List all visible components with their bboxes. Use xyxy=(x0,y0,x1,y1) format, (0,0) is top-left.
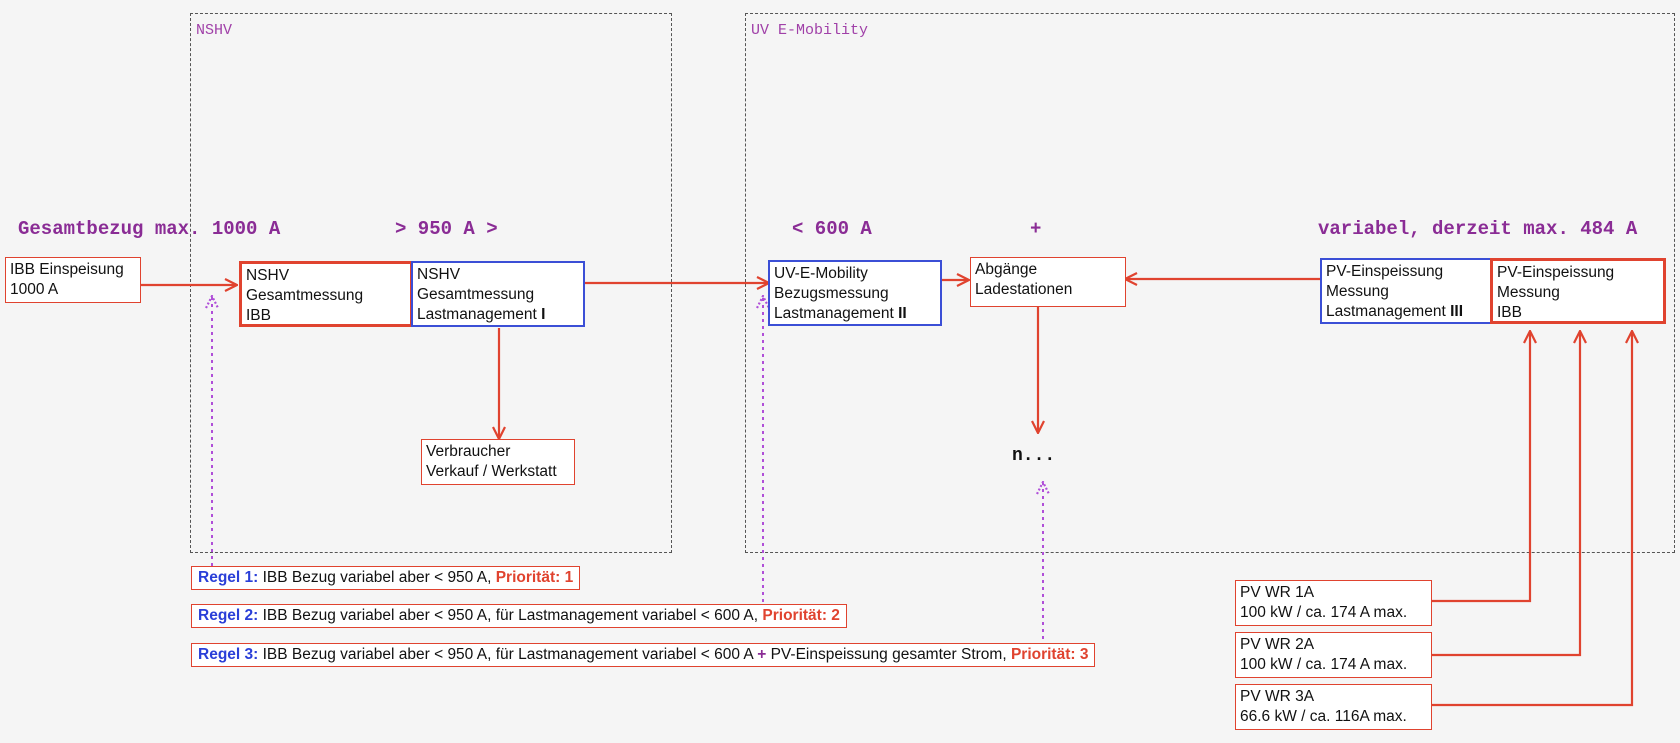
uv-emob-line3: Lastmanagement II xyxy=(774,305,907,322)
rule-2-text: IBB Bezug variabel aber < 950 A, für Las… xyxy=(258,607,763,624)
pv-lastmanagement-box[interactable]: PV-Einspeissung Messung Lastmanagement I… xyxy=(1320,258,1492,324)
uv-emobility-group-label: UV E-Mobility xyxy=(751,22,869,39)
abgaenge-line1: Abgänge xyxy=(975,261,1038,278)
pv-lm-line1: PV-Einspeissung xyxy=(1326,263,1444,280)
header-gesamtbezug: Gesamtbezug max. 1000 A xyxy=(18,218,281,240)
pv-lm-line2: Messung xyxy=(1326,283,1389,300)
header-plus: + xyxy=(1030,218,1042,240)
rule-2-label: Regel 2: xyxy=(198,607,259,624)
nshv-lastmanagement-box[interactable]: NSHV Gesamtmessung Lastmanagement I xyxy=(411,261,585,327)
nshv-ibb-line1: NSHV xyxy=(246,267,290,284)
pv-ibb-line1: PV-Einspeissung xyxy=(1497,264,1615,281)
pv-wr2-line1: PV WR 2A xyxy=(1240,636,1315,653)
rule-3-priority: Priorität: 3 xyxy=(1010,646,1089,663)
header-variabel: variabel, derzeit max. 484 A xyxy=(1318,218,1638,240)
arrow-wr2-to-pv xyxy=(1432,332,1580,657)
pv-ibb-line2: Messung xyxy=(1497,284,1560,301)
ibb-einspeisung-line2: 1000 A xyxy=(10,281,59,298)
verbraucher-line2: Verkauf / Werkstatt xyxy=(426,463,557,480)
pv-wr-1a-box[interactable]: PV WR 1A 100 kW / ca. 174 A max. xyxy=(1235,580,1432,626)
verbraucher-box[interactable]: Verbraucher Verkauf / Werkstatt xyxy=(421,439,575,485)
nshv-ibb-line2: Gesamtmessung xyxy=(246,287,364,304)
rule-3-text: IBB Bezug variabel aber < 950 A, für Las… xyxy=(258,646,758,663)
pv-wr1-line2: 100 kW / ca. 174 A max. xyxy=(1240,604,1408,621)
rule-2[interactable]: Regel 2: IBB Bezug variabel aber < 950 A… xyxy=(191,604,847,628)
rule-3[interactable]: Regel 3: IBB Bezug variabel aber < 950 A… xyxy=(191,643,1096,667)
header-gt-950: > 950 A > xyxy=(395,218,498,240)
nshv-ibb-line3: IBB xyxy=(246,307,271,324)
pv-wr3-line2: 66.6 kW / ca. 116A max. xyxy=(1240,708,1407,725)
pv-einspeissung-ibb-box[interactable]: PV-Einspeissung Messung IBB xyxy=(1490,258,1666,324)
verbraucher-line1: Verbraucher xyxy=(426,443,511,460)
uv-emobility-box[interactable]: UV-E-Mobility Bezugsmessung Lastmanageme… xyxy=(768,260,942,326)
header-lt-600: < 600 A xyxy=(792,218,872,240)
nshv-group-label: NSHV xyxy=(196,22,233,39)
arrow-wr3-to-pv xyxy=(1432,332,1632,707)
pv-wr-3a-box[interactable]: PV WR 3A 66.6 kW / ca. 116A max. xyxy=(1235,684,1432,730)
rule-1-label: Regel 1: xyxy=(198,569,259,586)
pv-wr2-line2: 100 kW / ca. 174 A max. xyxy=(1240,656,1408,673)
pv-wr-2a-box[interactable]: PV WR 2A 100 kW / ca. 174 A max. xyxy=(1235,632,1432,678)
pv-ibb-line3: IBB xyxy=(1497,304,1522,321)
n-more-outlets: n... xyxy=(1012,446,1056,466)
rule-3-text2: PV-Einspeissung gesamter Strom, xyxy=(766,646,1011,663)
rule-2-priority: Priorität: 2 xyxy=(762,607,840,624)
nshv-gesamtmessung-ibb-box[interactable]: NSHV Gesamtmessung IBB xyxy=(239,261,413,327)
rule-3-plus: + xyxy=(757,646,767,663)
abgaenge-ladestationen-box[interactable]: Abgänge Ladestationen xyxy=(970,257,1126,307)
nshv-lm-line1: NSHV xyxy=(417,266,461,283)
rule-1[interactable]: Regel 1: IBB Bezug variabel aber < 950 A… xyxy=(191,566,581,590)
pv-wr1-line1: PV WR 1A xyxy=(1240,584,1315,601)
uv-emob-line2: Bezugsmessung xyxy=(774,285,889,302)
pv-lm-line3: Lastmanagement III xyxy=(1326,303,1463,320)
rule-1-text: IBB Bezug variabel aber < 950 A, xyxy=(258,569,496,586)
abgaenge-line2: Ladestationen xyxy=(975,281,1073,298)
uv-emob-line1: UV-E-Mobility xyxy=(774,265,868,282)
arrow-wr1-to-pv xyxy=(1432,332,1530,603)
ibb-einspeisung-line1: IBB Einspeisung xyxy=(10,261,124,278)
pv-wr3-line1: PV WR 3A xyxy=(1240,688,1315,705)
nshv-lm-line3: Lastmanagement I xyxy=(417,306,546,323)
ibb-einspeisung-box[interactable]: IBB Einspeisung 1000 A xyxy=(5,257,141,303)
nshv-lm-line2: Gesamtmessung xyxy=(417,286,535,303)
rule-1-priority: Priorität: 1 xyxy=(495,569,574,586)
rule-3-label: Regel 3: xyxy=(198,646,259,663)
